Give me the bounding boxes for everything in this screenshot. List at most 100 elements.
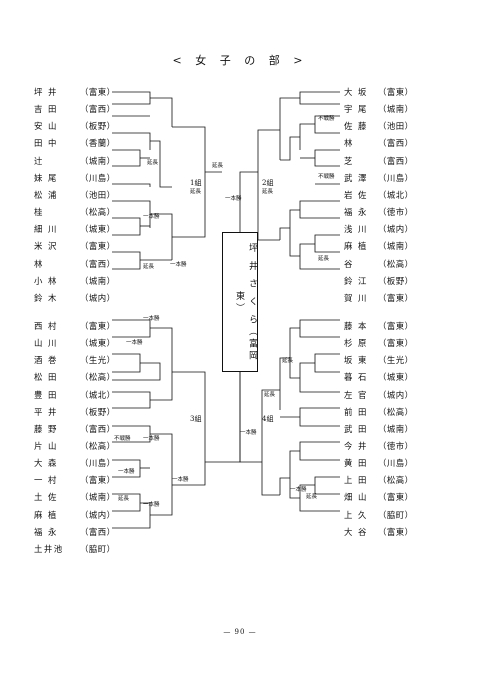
entry-row: 田 中（香蘭） (34, 137, 116, 149)
entry-row: 片 山（松高） (34, 440, 116, 452)
school-name: （城南） (80, 275, 116, 286)
note-ippon: 一本勝 (118, 469, 135, 475)
player-name: 今 井 (344, 441, 368, 451)
entry-row: 上 久（脇町） (344, 509, 414, 521)
final-note-ippon: 一本勝 (225, 196, 242, 202)
school-name: （城南） (80, 155, 116, 166)
entry-row: 一 村（富東） (34, 474, 116, 486)
note-encho: 延長 (143, 264, 155, 270)
note-encho: 延長 (306, 494, 318, 500)
school-name: （川島） (378, 458, 414, 469)
school-name: （富東） (80, 320, 116, 331)
entry-row: 松 田 （松高） (34, 371, 116, 383)
entry-row: 大 坂（富東） (344, 86, 414, 98)
school-name: （徳市） (378, 207, 414, 218)
school-name: （松高） (80, 207, 116, 218)
school-name: （富東） (378, 292, 414, 303)
entry-row: 坪 井（富東） (34, 86, 116, 98)
school-name: （城南） (378, 423, 414, 434)
note-ippon: 一本勝 (143, 502, 160, 508)
note-ippon: 一本勝 (143, 316, 160, 322)
player-name: 藤 野 (34, 423, 58, 434)
school-name: （香蘭） (80, 138, 116, 149)
entry-row: 桂（松高） (34, 206, 116, 218)
player-name: 麻 植 (344, 241, 368, 252)
entry-row: 谷（松高） (344, 258, 414, 270)
school-name: （富東） (80, 241, 116, 252)
note-encho: 延長 (282, 358, 294, 364)
entry-row: 林 （富西） (344, 137, 414, 149)
entry-row: 山 川（城東） (34, 337, 116, 349)
note-ippon: 一本勝 (143, 436, 160, 442)
school-name: （川島） (80, 172, 116, 183)
player-name: 上 田 (344, 475, 368, 486)
page-title: < 女 子 の 部 > (172, 54, 308, 67)
entry-row: 暮 石（城東） (344, 371, 414, 383)
player-name: 大 谷 (344, 526, 368, 537)
player-name: 一 村 (34, 475, 58, 486)
entry-row: 酒 巻（生光） (34, 354, 116, 366)
entry-row: 松 浦（池田） (34, 189, 116, 201)
player-name: 松 田 (34, 372, 58, 383)
school-name: （富東） (378, 492, 414, 503)
school-name: （富東） (378, 87, 414, 97)
player-name: 賀 川 (344, 292, 368, 303)
entry-row: 前 田（松高） (344, 406, 414, 418)
entry-row: 今 井 （徳市） (344, 440, 414, 452)
note-ippon: 一本勝 (126, 340, 143, 346)
player-name: 前 田 (344, 406, 368, 417)
player-name: 坂 東 (344, 355, 368, 366)
entry-row: 藤 本（富東） (344, 320, 414, 332)
entry-row: 辻 （城南） (34, 155, 116, 167)
player-name: 上 久 (344, 509, 368, 520)
player-name: 福 永 (344, 207, 368, 218)
player-name: 鈴 江 (344, 275, 368, 286)
entry-row: 賀 川 （富東） (344, 292, 414, 304)
player-name: 杉 原 (344, 338, 368, 349)
school-name: （板野） (80, 406, 116, 417)
school-name: （城北） (80, 389, 116, 400)
note-ippon: 一本勝 (170, 262, 187, 268)
school-name: （城内） (378, 389, 414, 400)
player-name: 大 森 (34, 458, 58, 469)
player-name: 佐 藤 (344, 121, 368, 132)
entry-row: 林（富西） (34, 258, 116, 270)
player-name: 林 (344, 138, 354, 149)
group-label-1: 1組 (190, 179, 202, 187)
player-name: 山 川 (34, 338, 58, 349)
entry-row: 土井池 （脇町） (34, 543, 116, 555)
entry-row: 左 官（城内） (344, 389, 414, 401)
player-name: 武 田 (344, 423, 368, 434)
player-name: 細 川 (34, 224, 58, 235)
final-note-encho: 延長 (212, 163, 224, 169)
school-name: （脇町） (80, 543, 116, 554)
player-name: 谷 (344, 258, 354, 269)
champion-name: 坪 井 さ く ら（富岡東） (234, 243, 257, 363)
player-name: 芝 (344, 155, 354, 166)
school-name: （富西） (378, 155, 414, 166)
entry-row: 浅 川（城内） (344, 223, 414, 235)
school-name: （富東） (378, 320, 414, 331)
school-name: （徳市） (378, 441, 414, 451)
group-label-2: 2組 (262, 179, 274, 187)
note-encho: 延長 (147, 160, 159, 166)
entry-row: 妹 尾 （川島） (34, 172, 116, 184)
group-label-4: 4組 (262, 415, 274, 423)
player-name: 鈴 木 (34, 292, 58, 303)
entry-row: 岩 佐（城北） (344, 189, 414, 201)
semifinal-note-ippon: 一本勝 (240, 430, 257, 436)
player-name: 浅 川 (344, 224, 368, 235)
entry-row: 武 澤（川島） (344, 172, 414, 184)
group-1-note: 延長 (190, 189, 202, 195)
school-name: （城内） (80, 509, 116, 520)
player-name: 辻 (34, 155, 44, 166)
school-name: （富西） (378, 138, 414, 149)
school-name: （富東） (378, 526, 414, 537)
school-name: （富西） (80, 423, 116, 434)
note-ippon: 一本勝 (172, 477, 189, 483)
school-name: （松高） (80, 372, 116, 383)
player-name: 妹 尾 (34, 172, 58, 183)
player-name: 土井池 (34, 543, 64, 554)
player-name: 豊 田 (34, 389, 58, 400)
school-name: （富西） (80, 526, 116, 537)
